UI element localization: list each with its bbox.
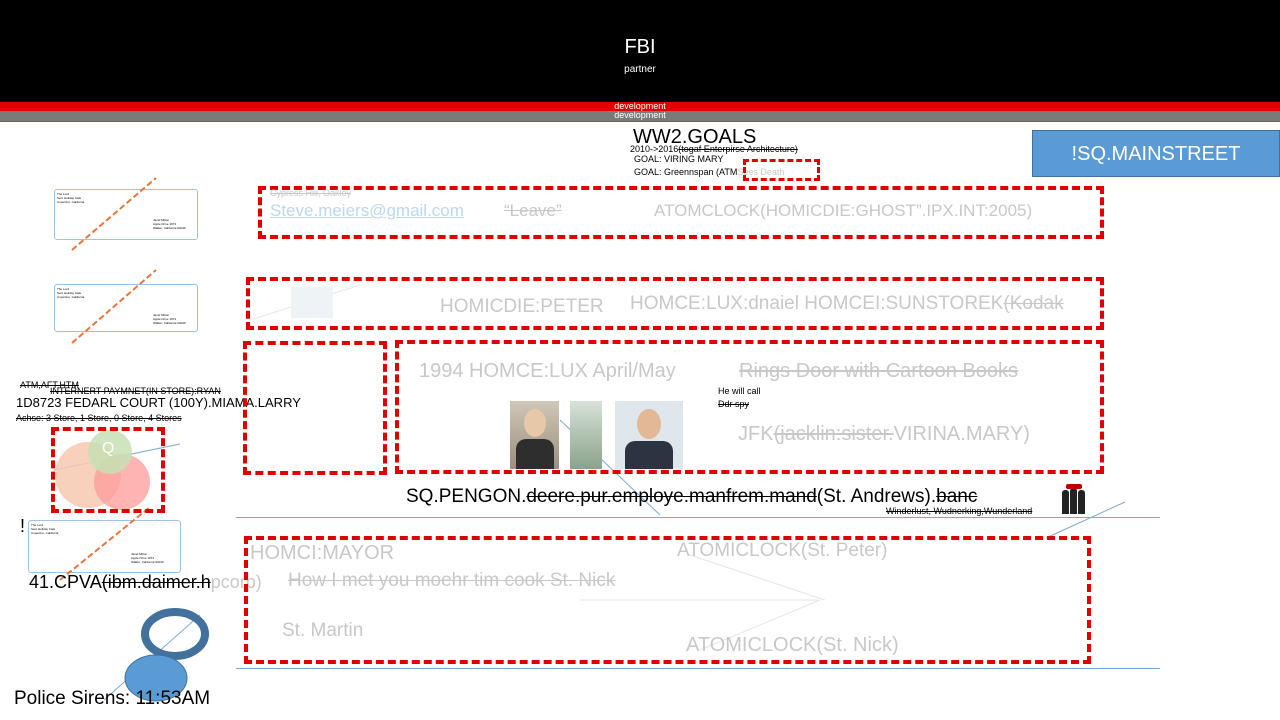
- empty-dashed-box: [243, 341, 387, 475]
- wunderland-text: Winderlust, Wudnerking,Wunderland: [886, 506, 1033, 516]
- internet-payment-text: INTERNERT PAYMNET(IN STORE):RYAN: [50, 386, 221, 396]
- bang-mark: !: [20, 516, 26, 536]
- group-figures-icon: [1062, 484, 1086, 516]
- address-card-3: The Lord Sent Holiday Cafe Cupertino, Ca…: [28, 520, 181, 573]
- ddr-spy-text: Ddr spy: [718, 399, 750, 409]
- right-line: [1045, 501, 1126, 539]
- atomiclock-nick-text: ATOMICLOCK(St. Nick): [686, 634, 899, 656]
- box-1994-homce: [395, 340, 1104, 474]
- card-3-name: The Lord: [31, 523, 44, 527]
- email-link[interactable]: Steve.meiers@gmail.com: [270, 201, 464, 220]
- card-1-addr1: Janet Milton: [153, 218, 170, 222]
- pengon-text: SQ.PENGON.deere.pur.employe.manfrem.mand…: [406, 486, 1054, 508]
- venn-circle-green: [88, 430, 132, 474]
- red-bar: [0, 102, 1280, 111]
- card-2-name: The Lord: [57, 287, 70, 291]
- card-1-slash: [71, 177, 157, 251]
- year-1994-text: 1994 HOMCE:LUX April/May: [419, 360, 676, 382]
- venn-dashed-box: [51, 427, 165, 513]
- pengon-struck-end: banc: [936, 486, 978, 507]
- faint-line-2: [689, 554, 826, 601]
- grey-bar: [0, 111, 1280, 122]
- card-2-sub1: Sent Holiday Cafe: [57, 291, 82, 295]
- cpva-struck: (ibm.daimer.h: [101, 572, 211, 592]
- rings-door-text: Rings Door with Cartoon Books: [739, 360, 1019, 382]
- card-2-addr1: Janet Milton: [153, 313, 170, 317]
- box-email-atomclock: [258, 186, 1104, 239]
- card-2-addr3: Walker, California 94040: [153, 321, 186, 325]
- card-3-addr3: Walker, California 94040: [131, 560, 164, 564]
- federal-court-text: 1D8723 FEDARL COURT (100Y).MIAMA.LARRY: [16, 395, 301, 410]
- goals-line-3: GOAL: Greennspan (ATMSees Death: [634, 167, 784, 177]
- goals-line-3-faint: Sees Death: [737, 167, 785, 177]
- mayor-text: HOMCI:MAYOR: [250, 542, 395, 564]
- jfk-struck: (jacklin:sister.: [773, 423, 894, 445]
- achse-text: Achse: 3 Store, 1 Store, 0 Store, 4 Stor…: [16, 413, 182, 423]
- pengon-struck: deere.pur.employe.manfrem.mand: [526, 486, 817, 507]
- portrait-photo-1: [510, 401, 559, 469]
- red-bar-label: development: [614, 101, 666, 111]
- eight-top-ring: [141, 608, 209, 660]
- card-3-addr2: Apple Drive 1973: [131, 556, 155, 560]
- cypress-hill-text: Cypress Hill, Oakley: [270, 188, 352, 198]
- goals-dashed-box: [743, 159, 820, 181]
- card-2-sub2: Cupertino, California: [57, 295, 85, 299]
- divider-line-1: [236, 517, 1160, 518]
- blurred-photo: [570, 401, 602, 469]
- mainstreet-button[interactable]: !SQ.MAINSTREET: [1032, 130, 1280, 177]
- goals-line-1: 2010->2016(togaf Enterpirse Architecture…: [630, 144, 798, 154]
- card-1-sub2: Cupertino, California: [57, 200, 85, 204]
- jfk-text: JFK(jacklin:sister.VIRINA.MARY): [738, 423, 1030, 446]
- homce-lux-text: HOMCE:LUX:dnaiel HOMCEI:SUNSTOREK(Kodak: [630, 293, 1098, 315]
- goals-line-1-struck: (togaf Enterpirse Architecture): [678, 144, 798, 154]
- box-homicide-peter: [246, 277, 1104, 330]
- card-3-addr1: Janet Milton: [131, 552, 148, 556]
- goals-line-2: GOAL: VIRING MARY: [634, 154, 724, 164]
- st-martin-text: St. Martin: [282, 620, 364, 641]
- homce-lux-struck: (Kodak: [1003, 293, 1064, 314]
- police-sirens-text: Police Sirens: 11:53AM: [14, 688, 211, 709]
- header-banner: FBI partner: [0, 0, 1280, 102]
- pengon-middle: (St. Andrews).: [816, 486, 937, 507]
- card-3-sub1: Sent Holiday Cafe: [31, 527, 56, 531]
- homicide-peter-text: HOMICDIE:PETER: [440, 296, 604, 317]
- card-1-addr3: Walker, California 94040: [153, 226, 186, 230]
- will-call-text: He will call: [718, 386, 761, 396]
- faint-line-3: [699, 599, 821, 651]
- atm-text: ATM,AFT,HTM: [20, 380, 79, 390]
- pengon-prefix: SQ.PENGON.: [406, 486, 527, 507]
- cpva-faint: pcorp): [210, 572, 262, 592]
- jfk-prefix: JFK: [738, 423, 774, 445]
- goals-line-1-prefix: 2010->2016: [630, 144, 679, 154]
- jfk-suffix: VIRINA.MARY): [893, 423, 1030, 445]
- card-3-sub2: Cupertino, California: [31, 531, 59, 535]
- address-card-2: The Lord Sent Holiday Cafe Cupertino, Ca…: [54, 284, 198, 332]
- cpva-text: 41.CPVA(ibm.daimer.hpcorp): [29, 572, 262, 593]
- how-i-met-text: How I met you moehr tim cook St. Nick: [288, 570, 616, 591]
- header-subtitle: partner: [624, 64, 656, 75]
- card-1-addr2: Apple Drive 1973: [153, 222, 177, 226]
- leave-text: “Leave”: [504, 201, 562, 220]
- card-1-name: The Lord: [57, 192, 70, 196]
- card-3-slash: [59, 506, 151, 581]
- cpva-prefix: 41.CPVA: [29, 572, 102, 592]
- goals-title: WW2.GOALS: [633, 126, 757, 148]
- card-2-slash: [71, 269, 157, 344]
- homce-lux-prefix: HOMCE:LUX:dnaiel HOMCEI:SUNSTOREK: [630, 293, 1004, 314]
- atomiclock-peter-text: ATOMICLOCK(St. Peter): [677, 540, 888, 561]
- small-photo: [291, 287, 333, 318]
- venn-letter: Q: [102, 440, 115, 457]
- address-card-1: The Lord Sent Holiday Cafe Cupertino, Ca…: [54, 189, 198, 240]
- portrait-photo-2: [615, 401, 683, 469]
- card-1-sub1: Sent Holiday Cafe: [57, 196, 82, 200]
- goals-line-3-prefix: GOAL: Greennspan (ATM: [634, 167, 738, 177]
- divider-line-2: [236, 668, 1160, 669]
- box-mayor-atomiclock: [244, 536, 1091, 664]
- header-title: FBI: [624, 36, 656, 58]
- eight-bottom-blob: [124, 654, 188, 702]
- atomclock-ghost-text: ATOMCLOCK(HOMICDIE:GHOST”.IPX.INT:2005): [654, 201, 1033, 220]
- grey-bar-label: development: [614, 110, 666, 120]
- card-2-addr2: Apple Drive 1973: [153, 317, 177, 321]
